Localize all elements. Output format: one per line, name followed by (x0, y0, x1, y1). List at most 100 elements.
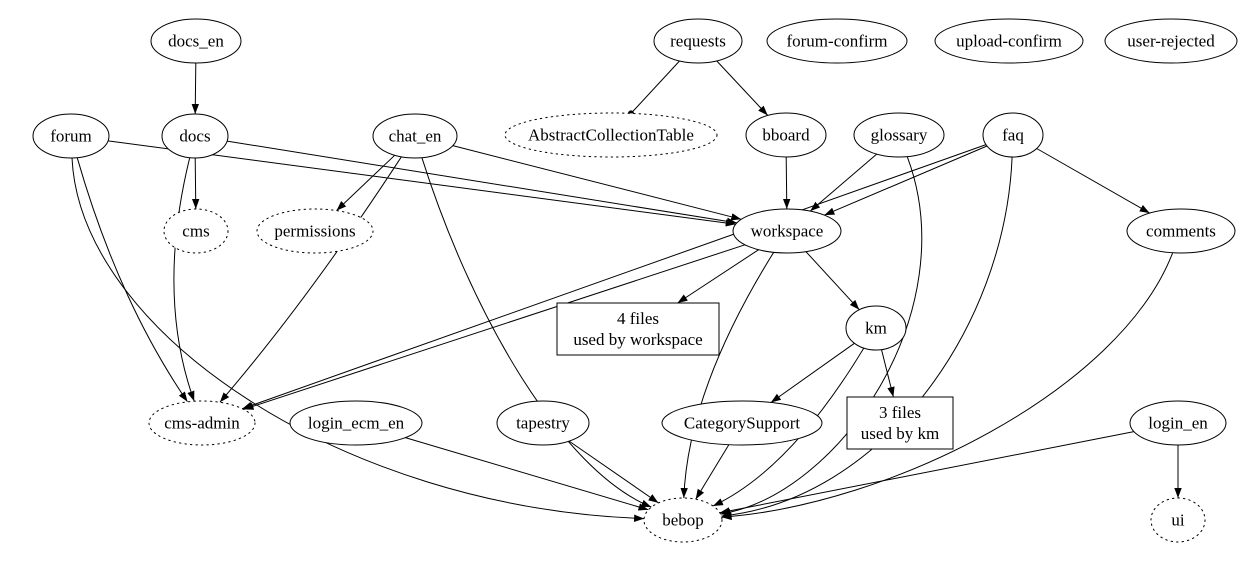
node-ellipse (853, 112, 945, 158)
node-ui: ui (1150, 497, 1206, 543)
node-label: forum (50, 127, 92, 146)
edge-chat_en-to-permissions (336, 154, 396, 211)
edge-faq-to-bebop (721, 156, 1013, 519)
node-ellipse (496, 400, 590, 446)
node-docs: docs (161, 113, 229, 159)
node-ellipse (372, 113, 458, 159)
node-label: cms-admin (164, 414, 240, 433)
edge-comments-to-bebop (721, 252, 1174, 521)
node-label: docs (179, 127, 210, 146)
edge-workspace-to-bebop (680, 252, 775, 499)
edge-chat_en-to-cms-admin (219, 156, 402, 403)
node-label: km (865, 319, 887, 338)
node-ellipse (653, 18, 743, 64)
node-ellipse (1150, 497, 1206, 543)
node-ellipse (745, 112, 827, 158)
node-ellipse (504, 112, 718, 158)
node-label: requests (670, 32, 726, 51)
node-workspace: workspace (732, 208, 842, 254)
node-label: permissions (274, 222, 355, 241)
node-label: bboard (762, 126, 810, 145)
node-label: login_en (1148, 414, 1208, 433)
edge-glossary-to-bebop (720, 156, 923, 517)
edge-docs-to-cms-admin (173, 157, 195, 402)
edge-docs_en-to-docs (191, 62, 200, 115)
node-label: upload-confirm (956, 32, 1062, 51)
node-label: forum-confirm (786, 32, 887, 51)
node-ellipse (934, 18, 1084, 64)
node-label: bebop (662, 511, 704, 530)
node-ellipse (150, 18, 242, 64)
node-ellipse (661, 400, 823, 446)
edge-bboard-to-workspace (782, 156, 791, 210)
node-forum-confirm: forum-confirm (766, 18, 908, 64)
node-ellipse (732, 208, 842, 254)
node-label: comments (1146, 222, 1216, 241)
edge-workspace-to-km (805, 251, 860, 311)
edge-workspace-to-cms-admin (243, 244, 746, 410)
edge-forum-to-bebop (71, 157, 645, 522)
node-ellipse (32, 113, 110, 159)
edge-chat_en-to-workspace (452, 145, 742, 221)
edge-faq-to-cms-admin (242, 144, 987, 410)
edge-faq-to-comments (1036, 148, 1150, 214)
edge-login_ecm_en-to-bebop (405, 437, 649, 511)
edge-CategorySupport-to-bebop (695, 444, 730, 500)
node-ellipse (163, 208, 229, 254)
edge-km-to-files-km (881, 349, 895, 398)
edge-forum-to-cms-admin (76, 157, 188, 403)
node-label: workspace (751, 222, 824, 241)
node-upload-confirm: upload-confirm (934, 18, 1084, 64)
node-cms: cms (163, 208, 229, 254)
edge-docs-to-cms (191, 157, 200, 210)
edge-requests-to-bboard (716, 60, 769, 116)
node-ellipse (845, 305, 907, 351)
node-login_en: login_en (1129, 400, 1227, 446)
node-label: AbstractCollectionTable (528, 126, 694, 145)
node-tapestry: tapestry (496, 400, 590, 446)
node-AbstractCollectionTable: AbstractCollectionTable (504, 112, 718, 158)
edge-chat_en-to-bebop (421, 157, 652, 508)
edge-km-to-CategorySupport (770, 342, 855, 403)
node-permissions: permissions (256, 208, 374, 254)
edge-login_en-to-bebop (719, 431, 1134, 515)
node-label: login_ecm_en (308, 414, 405, 433)
node-docs_en: docs_en (150, 18, 242, 64)
edge-docs-to-workspace (227, 140, 737, 225)
node-ellipse (982, 112, 1044, 158)
node-cms-admin: cms-admin (148, 400, 256, 446)
nodes-layer: docs_en requests forum-confirm upload-confi… (32, 18, 1238, 543)
edge-workspace-to-files-workspace (677, 249, 759, 304)
node-ellipse (1126, 208, 1236, 254)
node-box (556, 302, 720, 356)
node-box (846, 396, 954, 450)
node-label: faq (1002, 126, 1024, 145)
node-comments: comments (1126, 208, 1236, 254)
node-glossary: glossary (853, 112, 945, 158)
node-login_ecm_en: login_ecm_en (289, 400, 423, 446)
edge-km-to-bebop (712, 347, 865, 507)
node-ellipse (766, 18, 908, 64)
node-label: ui (1171, 511, 1185, 530)
node-label: glossary (871, 126, 928, 145)
node-faq: faq (982, 112, 1044, 158)
node-ellipse (256, 208, 374, 254)
node-label: user-rejected (1127, 32, 1215, 51)
node-ellipse (289, 400, 423, 446)
node-user-rejected: user-rejected (1104, 18, 1238, 64)
node-chat_en: chat_en (372, 113, 458, 159)
node-km: km (845, 305, 907, 351)
edge-glossary-to-workspace (809, 153, 878, 212)
edges-layer (71, 60, 1182, 522)
node-label: cms (182, 222, 209, 241)
node-label: docs_en (168, 32, 224, 51)
node-label: chat_en (389, 127, 442, 146)
node-ellipse (643, 497, 723, 543)
node-forum: forum (32, 113, 110, 159)
edge-faq-to-workspace (824, 145, 988, 216)
